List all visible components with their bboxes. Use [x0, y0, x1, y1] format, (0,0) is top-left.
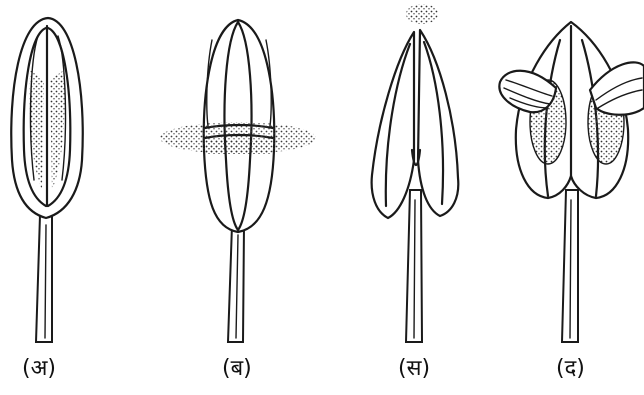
panel-label-a: (अ) — [22, 352, 56, 382]
panel-label-c: (स) — [398, 352, 430, 382]
anther-dehiscing — [160, 20, 316, 342]
anther-closed — [11, 18, 83, 342]
anther-open-valves — [372, 4, 459, 342]
anther-reflexed — [499, 22, 644, 342]
panel-label-b: (ब) — [222, 352, 252, 382]
panel-label-d: (द) — [556, 352, 585, 382]
